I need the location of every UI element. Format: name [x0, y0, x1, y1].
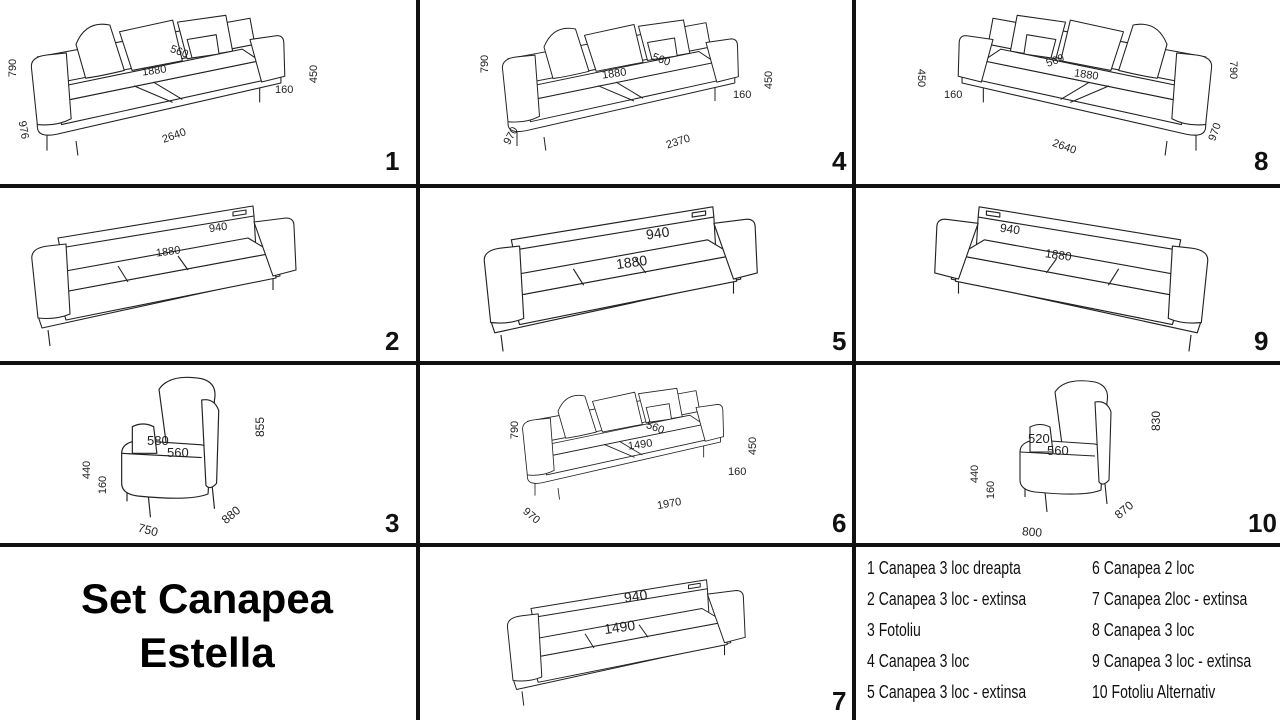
- legend-item: 9 Canapea 3 loc - extinsa: [1092, 651, 1252, 671]
- cell-number: 6: [832, 508, 847, 538]
- legend-item: 10 Fotoliu Alternativ: [1092, 682, 1216, 702]
- dim-bed-depth: 940: [208, 220, 229, 236]
- dim-seat-height: 440: [81, 460, 94, 480]
- divider-horizontal-1: [0, 184, 1280, 188]
- cell-number: 4: [832, 146, 847, 176]
- legend-item: 8 Canapea 3 loc: [1092, 620, 1195, 640]
- sofa-drawing-8: [935, 8, 1225, 158]
- legend-item: 5 Canapea 3 loc - extinsa: [867, 682, 1027, 702]
- dim-seat-width: 520: [1028, 431, 1050, 446]
- divider-vertical-2: [852, 0, 856, 720]
- cell-number: 3: [385, 508, 400, 538]
- dim-leg: 160: [275, 84, 294, 96]
- cell-number: 9: [1254, 326, 1269, 356]
- cell-number: 10: [1248, 508, 1277, 538]
- dim-seat-depth: 560: [1047, 443, 1069, 458]
- legend-item: 6 Canapea 2 loc: [1092, 558, 1195, 578]
- title-line-2: Estella: [139, 629, 275, 676]
- dim-seat-width: 580: [147, 433, 169, 448]
- dim-leg: 160: [985, 480, 998, 500]
- title-line-1: Set Canapea: [80, 575, 334, 622]
- dim-height: 790: [509, 420, 522, 440]
- dim-height: 790: [7, 58, 20, 78]
- dim-seat-height: 450: [747, 436, 760, 456]
- sofa-drawing-5: [470, 196, 780, 356]
- dim-leg: 160: [728, 466, 747, 478]
- armchair-drawing-10: [995, 372, 1145, 522]
- legend-item: 7 Canapea 2loc - extinsa: [1092, 589, 1248, 609]
- dim-width: 800: [1021, 524, 1043, 540]
- dim-height: 855: [253, 416, 268, 438]
- sofa-drawing-7: [495, 565, 765, 715]
- legend-item: 3 Fotoliu: [867, 620, 921, 640]
- dim-seat-height: 450: [763, 70, 776, 90]
- cell-number: 7: [832, 686, 847, 716]
- dim-bed-depth: 940: [999, 220, 1021, 238]
- dim-leg: 160: [944, 89, 963, 101]
- dim-height: 790: [479, 54, 492, 74]
- legend-item: 4 Canapea 3 loc: [867, 651, 970, 671]
- dim-leg: 160: [733, 89, 752, 101]
- dim-height: 790: [1227, 60, 1240, 80]
- dim-seat-height: 450: [915, 68, 928, 88]
- legend-item: 2 Canapea 3 loc - extinsa: [867, 589, 1027, 609]
- dim-height: 830: [1149, 410, 1164, 432]
- dim-seat-height: 440: [969, 464, 982, 484]
- cell-number: 8: [1254, 146, 1269, 176]
- dim-leg: 160: [97, 475, 110, 495]
- dim-bed-depth: 940: [623, 586, 649, 606]
- sofa-drawing-9: [912, 196, 1222, 356]
- cell-number: 2: [385, 326, 400, 356]
- legend-item: 1 Canapea 3 loc dreapta: [867, 558, 1021, 578]
- sofa-drawing-4: [490, 8, 760, 158]
- dim-bed-depth: 940: [645, 223, 671, 243]
- collection-title: Set Canapea Estella: [0, 572, 414, 680]
- divider-horizontal-2: [0, 361, 1280, 365]
- divider-vertical-1: [416, 0, 420, 720]
- dim-seat-depth: 560: [167, 445, 189, 460]
- cell-number: 1: [385, 146, 400, 176]
- cell-number: 5: [832, 326, 847, 356]
- divider-horizontal-3: [0, 543, 1280, 547]
- sofa-drawing-2: [18, 198, 318, 348]
- dim-seat-height: 450: [308, 64, 321, 84]
